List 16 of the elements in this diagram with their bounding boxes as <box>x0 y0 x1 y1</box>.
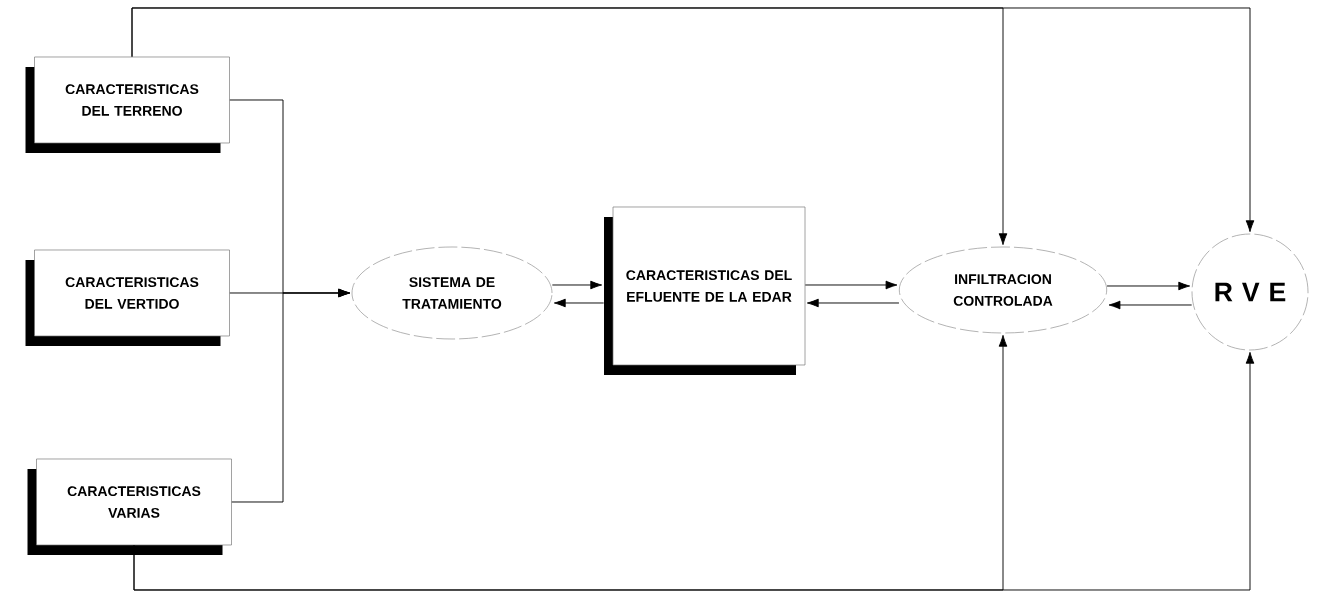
process-box: CARACTERISTICAS DEL EFLUENTE DE LA EDAR <box>604 206 806 375</box>
circle-node: R V E <box>1191 233 1309 351</box>
arrow <box>804 280 898 290</box>
ellipse-node: SISTEMA DE TRATAMIENTO <box>351 246 553 340</box>
arrow <box>1106 281 1191 291</box>
arrow <box>231 288 351 503</box>
arrow <box>133 351 1255 591</box>
process-box: CARACTERISTICAS VARIAS <box>27 458 232 555</box>
arrow <box>1108 300 1193 310</box>
arrow <box>806 298 900 308</box>
arrow <box>553 298 605 308</box>
arrow <box>131 7 1255 233</box>
process-box: CARACTERISTICAS DEL VERTIDO <box>25 249 230 346</box>
process-box: CARACTERISTICAS DEL TERRENO <box>25 56 230 153</box>
arrow <box>551 280 603 290</box>
ellipse-node: INFILTRACION CONTROLADA <box>898 246 1108 334</box>
